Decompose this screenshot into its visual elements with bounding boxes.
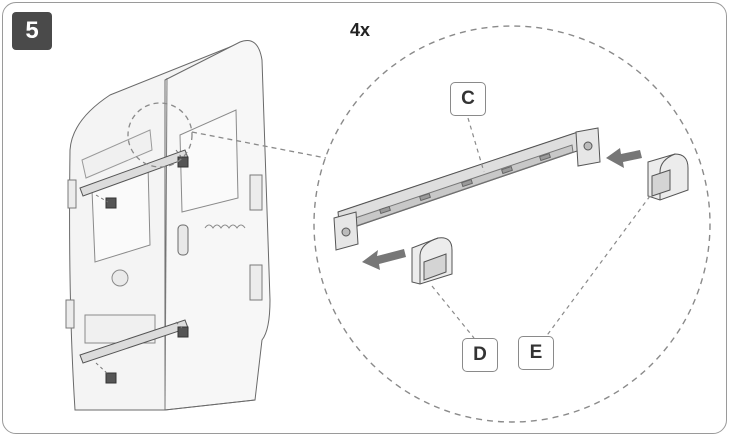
insert-arrow-right (606, 148, 642, 168)
leader-e (544, 195, 651, 339)
end-cap-e (647, 153, 689, 201)
insert-arrow-left (362, 249, 406, 270)
zoom-source-circle (127, 102, 193, 168)
quantity-label: 4x (350, 20, 371, 40)
zoom-detail-circle (313, 25, 711, 423)
van-rear-door (65, 40, 271, 411)
leader-d (431, 285, 475, 339)
end-cap-d (411, 237, 453, 285)
leader-c (467, 117, 485, 173)
callout-d: D (462, 338, 498, 372)
callout-c: C (450, 82, 486, 116)
callout-e: E (518, 336, 554, 370)
step-number-badge: 5 (12, 12, 52, 50)
zoom-connector-line (191, 131, 327, 159)
rail-part (333, 127, 601, 251)
